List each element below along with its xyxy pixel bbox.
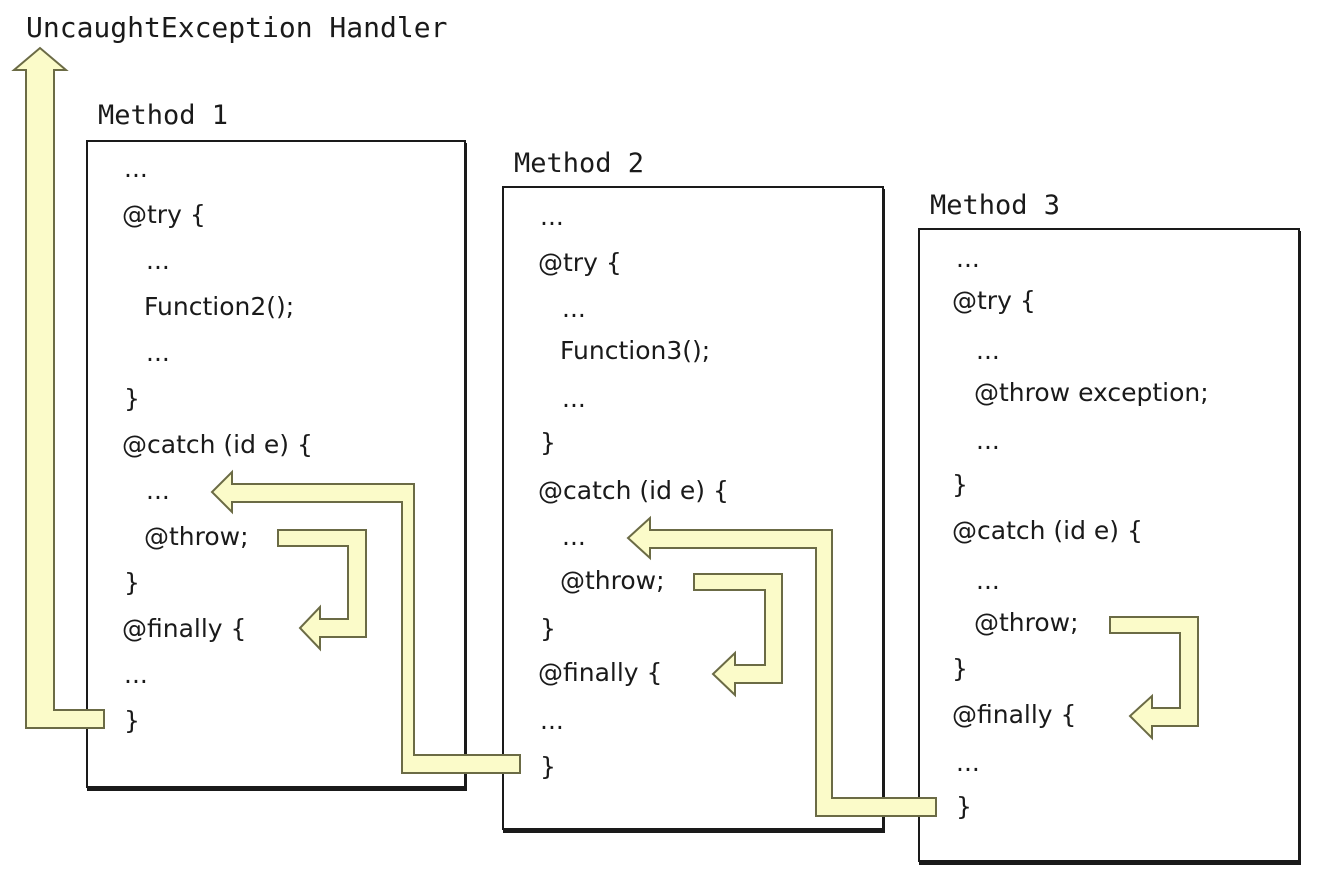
method-2-line-11: @finally { <box>538 658 663 687</box>
method-1-line-1: ... <box>124 154 148 183</box>
method-3-line-3: ... <box>976 336 1000 365</box>
method-2-line-1: ... <box>540 202 564 231</box>
method-2-line-5: ... <box>562 384 586 413</box>
method-1-line-11: @finally { <box>122 614 247 643</box>
method-3-line-2: @try { <box>952 286 1036 315</box>
method-3-line-6: } <box>952 470 968 499</box>
method-2-line-3: ... <box>562 294 586 323</box>
method-1-line-12: ... <box>124 660 148 689</box>
method-2-line-6: } <box>540 428 556 457</box>
method-3-line-13: } <box>956 792 972 821</box>
method-1-line-4: Function2(); <box>144 292 295 321</box>
method-2-line-8: ... <box>562 522 586 551</box>
method-1-line-8: ... <box>146 476 170 505</box>
method-2-line-7: @catch (id e) { <box>538 476 729 505</box>
method-2-line-9: @throw; <box>560 566 665 595</box>
method-1-line-7: @catch (id e) { <box>122 430 313 459</box>
method-1-box: ... @try { ... Function2(); ... } @catch… <box>86 140 466 788</box>
method-2-line-4: Function3(); <box>560 336 711 365</box>
method-1-line-9: @throw; <box>144 522 249 551</box>
method-3-title: Method 3 <box>930 190 1061 221</box>
method-1-line-2: @try { <box>122 200 206 229</box>
method-3-line-1: ... <box>956 244 980 273</box>
uncaught-exception-handler-label: UncaughtException Handler <box>26 11 448 44</box>
method-2-line-13: } <box>540 752 556 781</box>
method-3-line-7: @catch (id e) { <box>952 516 1143 545</box>
method-1-line-6: } <box>124 384 140 413</box>
method-3-line-9: @throw; <box>974 608 1079 637</box>
method-2-line-12: ... <box>540 706 564 735</box>
method-3-line-12: ... <box>956 748 980 777</box>
method-1-line-13: } <box>124 706 140 735</box>
method-1-title: Method 1 <box>98 100 229 131</box>
method-3-line-11: @finally { <box>952 700 1077 729</box>
method-2-line-10: } <box>540 614 556 643</box>
method-3-line-10: } <box>952 654 968 683</box>
method-3-line-5: ... <box>976 426 1000 455</box>
method-3-box: ... @try { ... @throw exception; ... } @… <box>918 228 1300 862</box>
method-3-line-4: @throw exception; <box>974 378 1209 407</box>
method-2-line-2: @try { <box>538 248 622 277</box>
method-2-box: ... @try { ... Function3(); ... } @catch… <box>502 186 884 830</box>
method-1-line-3: ... <box>146 246 170 275</box>
method-1-line-10: } <box>124 568 140 597</box>
method-1-line-5: ... <box>146 338 170 367</box>
method-3-line-8: ... <box>976 566 1000 595</box>
method-2-title: Method 2 <box>514 148 645 179</box>
